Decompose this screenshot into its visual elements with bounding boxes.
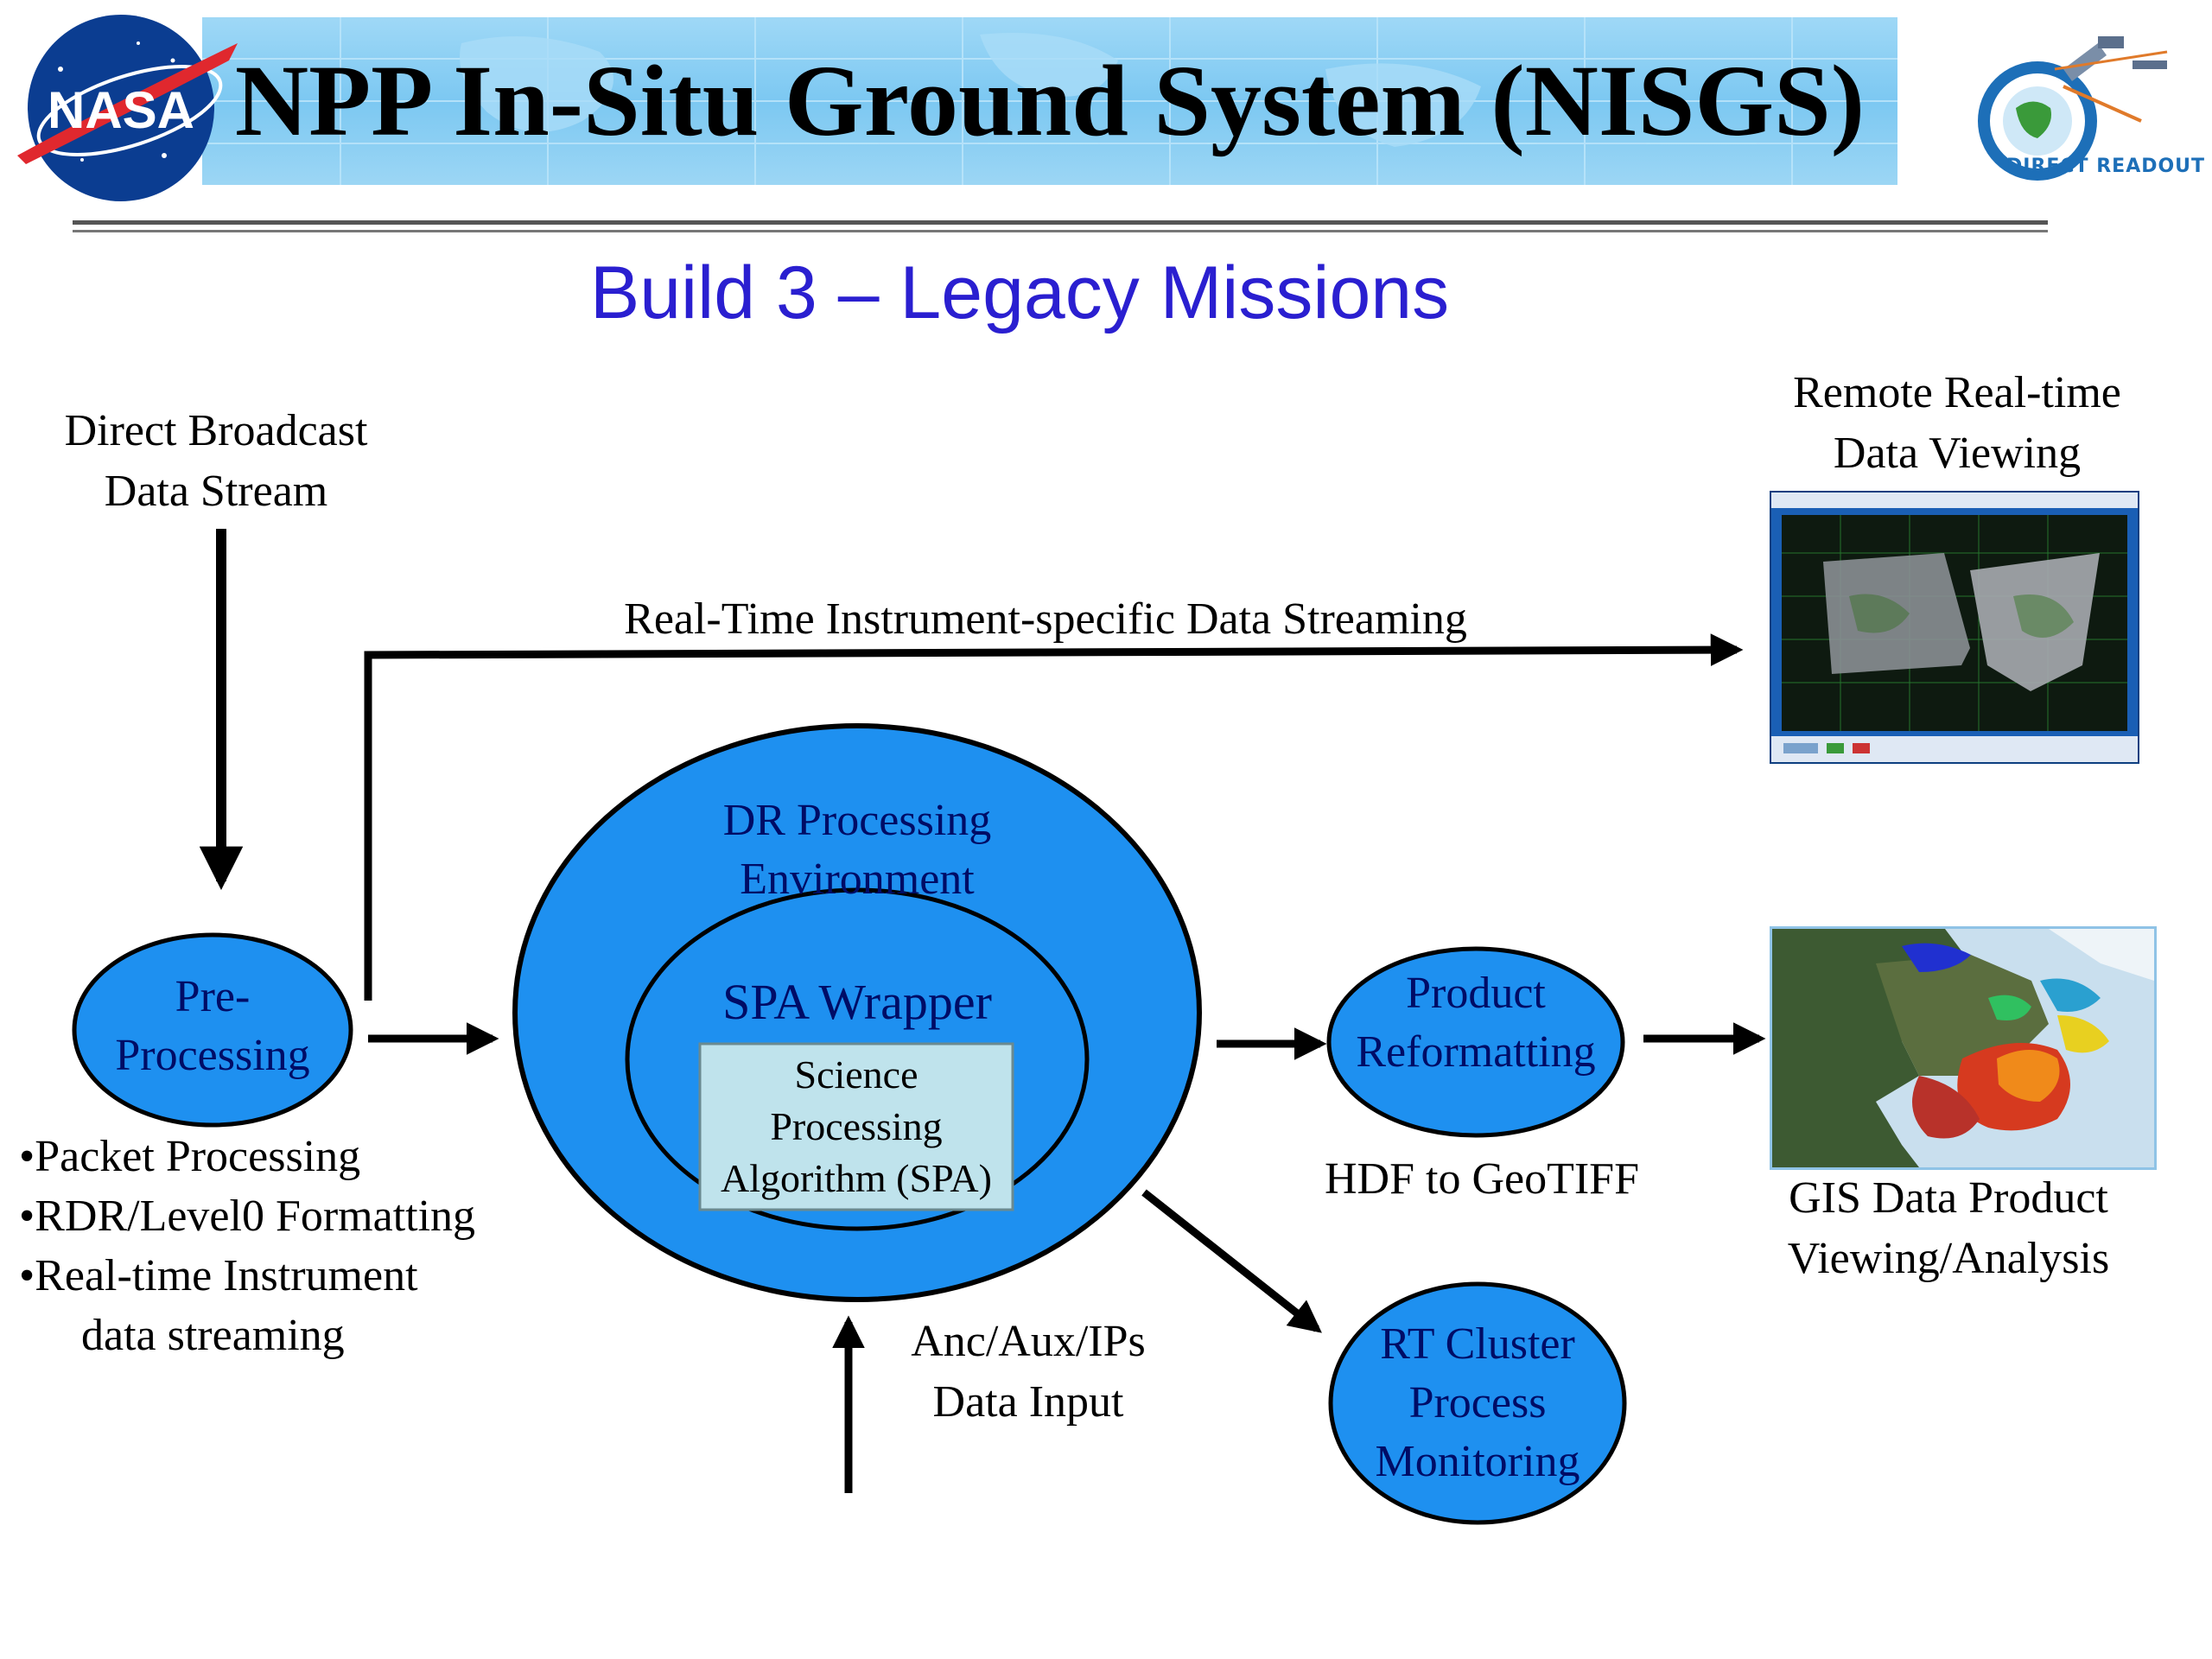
nasa-logo: NASA: [9, 9, 251, 207]
gis-viewing-label: GIS Data Product Viewing/Analysis: [1787, 1173, 2110, 1283]
slide-subtitle: Build 3 – Legacy Missions: [589, 251, 1450, 334]
direct-readout-logo-text: DIRECT READOUT: [2006, 156, 2206, 177]
remote-viewing-label: Remote Real-time Data Viewing: [1793, 368, 2121, 478]
preprocessing-label: Pre- Processing: [115, 972, 310, 1080]
arrow-dr-to-rt-cluster: [1141, 1189, 1322, 1333]
bullet-item: •Packet Processing: [19, 1132, 361, 1181]
spa-label: Science Processing Algorithm (SPA): [721, 1052, 992, 1200]
rt-cluster-label: RT Cluster Process Monitoring: [1375, 1319, 1580, 1486]
spa-wrapper-label: SPA Wrapper: [722, 974, 992, 1030]
arrow-realtime-streaming: [364, 633, 1744, 1001]
dr-env-label: DR Processing Environment: [722, 796, 992, 904]
bullet-item: •Real-time Instrument: [19, 1251, 418, 1300]
bullet-item: •RDR/Level0 Formatting: [19, 1192, 476, 1241]
anc-aux-label: Anc/Aux/IPs Data Input: [911, 1317, 1146, 1427]
svg-text:NASA: NASA: [48, 81, 194, 139]
gis-map-image: [1770, 926, 2157, 1170]
preprocessing-node: [72, 932, 353, 1128]
rt-cluster-node: [1328, 1281, 1627, 1525]
header-banner: NPP In-Situ Ground System (NISGS): [202, 17, 1897, 185]
product-reformatting-node: [1326, 946, 1625, 1138]
page-title: NPP In-Situ Ground System (NISGS): [234, 44, 1866, 157]
hdf-geotiff-label: HDF to GeoTIFF: [1324, 1154, 1640, 1204]
bullet-item: data streaming: [81, 1311, 345, 1360]
remote-viewing-screenshot: [1770, 491, 2139, 764]
reformatting-label: Product Reformatting: [1356, 969, 1596, 1077]
world-map-background: [202, 17, 1897, 185]
spa-box: [698, 1042, 1014, 1211]
direct-readout-logo: DIRECT READOUT: [1934, 17, 2206, 190]
realtime-streaming-label: Real-Time Instrument-specific Data Strea…: [624, 594, 1467, 644]
preprocessing-bullets: •Packet Processing •RDR/Level0 Formattin…: [19, 1127, 537, 1365]
direct-broadcast-label: Direct Broadcast Data Stream: [64, 406, 368, 516]
header-divider-thin: [73, 230, 2048, 232]
header-divider: [73, 220, 2048, 225]
